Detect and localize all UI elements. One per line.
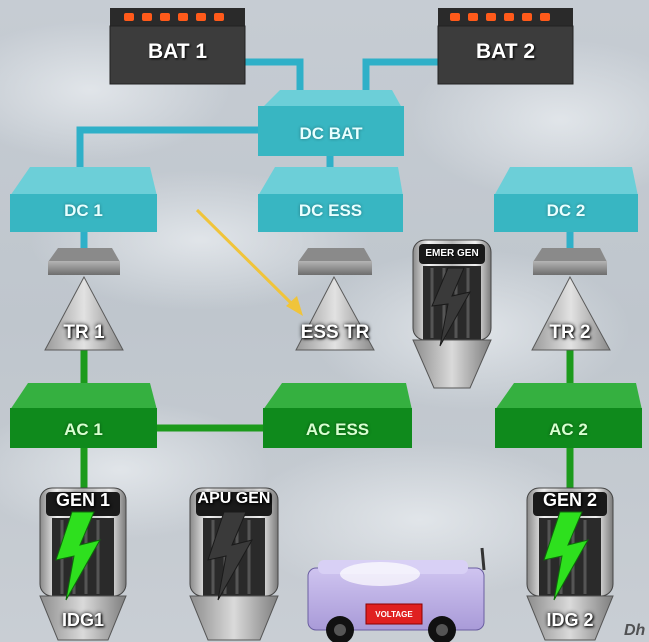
generator-emer-gen <box>412 239 492 389</box>
bat1-label: BAT 1 <box>147 40 208 63</box>
ground-power-unit <box>307 547 486 642</box>
wire-bat2-dcbat <box>362 58 438 98</box>
dc-bat-label: DC BAT <box>299 124 363 143</box>
bat2-label: BAT 2 <box>475 40 536 63</box>
ac-wires <box>80 348 574 492</box>
bolt-icon <box>55 511 102 601</box>
bus-ac2 <box>495 383 642 448</box>
gen1-label: GEN 1 <box>55 490 111 510</box>
ac2-label: AC 2 <box>549 420 588 439</box>
ac-ess-label: AC ESS <box>305 420 370 439</box>
emer-gen-label: EMER GEN <box>425 248 479 259</box>
generator-gen2 <box>526 487 614 641</box>
bolt-icon <box>543 511 590 601</box>
dc2-label: DC 2 <box>546 201 586 220</box>
bus-dc2 <box>494 167 638 232</box>
idg1-label: IDG1 <box>61 610 104 630</box>
wire-dcbat-dc1 <box>76 126 262 170</box>
tr-tr1 <box>44 248 124 351</box>
dc-ess-label: DC ESS <box>298 201 363 220</box>
tr-tr2 <box>531 248 611 351</box>
bolt-icon <box>431 267 471 347</box>
pointer-arrow <box>195 208 303 316</box>
ess-tr-label: ESS TR <box>300 322 370 343</box>
tr-ess-tr <box>295 248 375 351</box>
dc-wires <box>76 58 574 250</box>
tr1-label: TR 1 <box>63 322 105 343</box>
idg2-label: IDG 2 <box>546 610 594 630</box>
wire-bat1-dcbat <box>245 58 304 98</box>
gpu-voltage-label: VOLTAGE <box>375 610 413 619</box>
gen2-label: GEN 2 <box>542 490 598 510</box>
tr2-label: TR 2 <box>549 322 591 343</box>
watermark: Dh <box>624 622 646 639</box>
battery-bat1 <box>109 8 246 85</box>
apu-gen-label: APU GEN <box>197 490 271 507</box>
generator-gen1 <box>39 487 127 641</box>
bus-ac-ess <box>263 383 412 448</box>
bus-dc-bat <box>258 90 404 156</box>
bus-dc-ess <box>258 167 403 232</box>
ac1-label: AC 1 <box>64 420 103 439</box>
battery-bat2 <box>437 8 574 85</box>
dc1-label: DC 1 <box>64 201 103 220</box>
generator-apu-gen <box>189 487 279 641</box>
bus-ac1 <box>10 383 157 448</box>
bus-dc1 <box>10 167 157 232</box>
bolt-icon <box>207 511 254 601</box>
